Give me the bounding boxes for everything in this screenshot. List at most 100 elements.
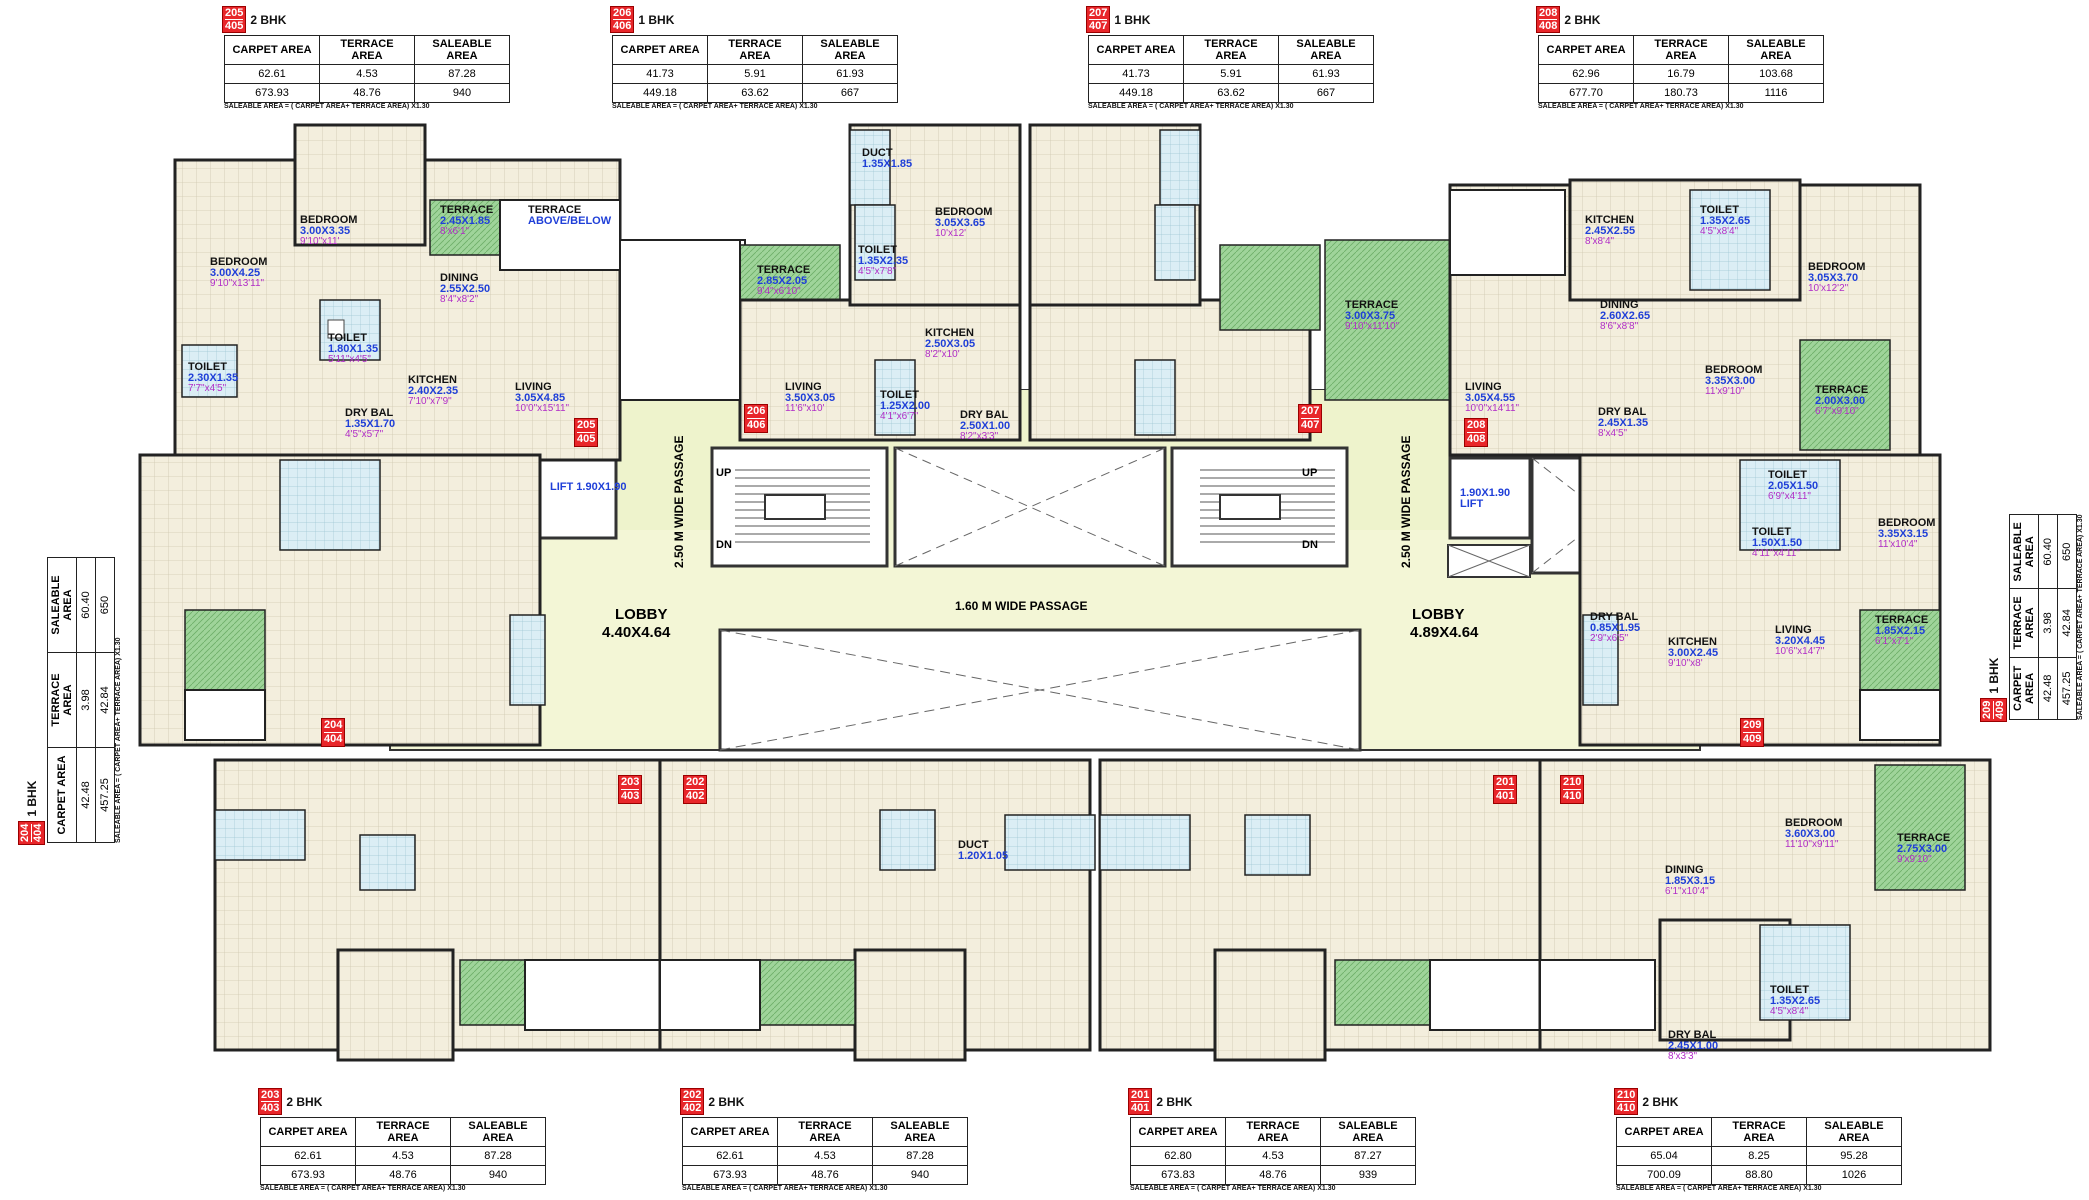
table-cell: TERRACE AREA <box>1225 1117 1321 1147</box>
table-cell: 5.91 <box>1183 64 1279 84</box>
table-cell: 16.79 <box>1633 64 1729 84</box>
table-cell: 5.91 <box>707 64 803 84</box>
room-name: BEDROOM <box>935 206 993 218</box>
room-dimension-feet: 4'5"x8'4" <box>1770 1006 1809 1017</box>
lobby-left-dim: 4.40X4.64 <box>602 624 671 641</box>
table-cell: 667 <box>1278 83 1374 103</box>
room-dimension-feet: 11'x9'10" <box>1705 386 1745 397</box>
room-dimension-feet: 6'7"x9'10" <box>1815 406 1859 417</box>
table-cell: 62.61 <box>260 1146 356 1166</box>
table-cell: 95.28 <box>1806 1146 1902 1166</box>
unit-type: 2 BHK <box>250 12 287 27</box>
room-dimension-feet: 9'10"x13'11" <box>210 278 265 289</box>
table-cell: 87.28 <box>414 64 510 84</box>
saleable-formula-note: SALEABLE AREA = ( CARPET AREA+ TERRACE A… <box>1088 103 1294 110</box>
room-name: TERRACE <box>440 204 494 216</box>
room-dimension-feet: 4'5"x8'4" <box>1700 226 1739 237</box>
room-dimension-feet: 8'x8'4" <box>1585 236 1615 247</box>
saleable-formula-note: SALEABLE AREA = ( CARPET AREA+ TERRACE A… <box>2077 514 2084 721</box>
room-dimension-feet: 9'10"x8' <box>1668 658 1703 669</box>
room-name: TERRACE <box>1345 299 1399 311</box>
unit-type: 2 BHK <box>286 1094 323 1109</box>
table-cell: SALEABLE AREA <box>2009 515 2039 589</box>
room-dimension-feet: 9'x9'10" <box>1897 854 1932 865</box>
room-dimension-metric: 3.00X3.35 <box>300 225 351 237</box>
lobby-right-label: LOBBY <box>1412 606 1465 623</box>
room-dimension-metric: 3.05X4.85 <box>515 392 566 404</box>
unit-210 <box>1538 758 1992 1052</box>
room-name: KITCHEN <box>408 374 457 386</box>
room-dimension-metric: 3.05X4.55 <box>1465 392 1516 404</box>
table-cell: 1026 <box>1806 1165 1902 1185</box>
table-cell: 939 <box>1320 1165 1416 1185</box>
table-cell: 103.68 <box>1728 64 1824 84</box>
room-dimension-metric: 2.50X3.05 <box>925 338 976 350</box>
room-name: KITCHEN <box>1585 214 1634 226</box>
unit-type: 1 BHK <box>638 12 675 27</box>
room-dimension-metric: 0.85X1.95 <box>1590 622 1641 634</box>
room-dimension-metric: ABOVE/BELOW <box>528 215 612 227</box>
room-name: DINING <box>440 272 479 284</box>
room-dimension-feet: 4'5"x5'7" <box>345 429 384 440</box>
room-dimension-metric: 2.50X1.00 <box>960 420 1011 432</box>
room-dimension-feet: 10'x12'2" <box>1808 283 1849 294</box>
saleable-formula-note: SALEABLE AREA = ( CARPET AREA+ TERRACE A… <box>1130 1185 1336 1192</box>
table-cell: 673.83 <box>1130 1165 1226 1185</box>
table-cell: TERRACE AREA <box>319 35 415 65</box>
table-cell: SALEABLE AREA <box>414 35 510 65</box>
table-cell: 42.48 <box>76 747 96 843</box>
table-cell: CARPET AREA <box>224 35 320 65</box>
table-cell: 650 <box>95 557 115 653</box>
room-dimension-feet: 8'2"x10' <box>925 349 960 360</box>
room-dimension-metric: 2.05X1.50 <box>1768 480 1819 492</box>
room-dimension-metric: 2.00X3.00 <box>1815 395 1866 407</box>
room-dimension-feet: 10'0"x15'11" <box>515 403 570 414</box>
table-cell: 48.76 <box>777 1165 873 1185</box>
unit-type: 1 BHK <box>24 780 39 817</box>
table-cell: 457.25 <box>2057 657 2077 720</box>
table-cell: SALEABLE AREA <box>1278 35 1374 65</box>
room-dimension-feet: 10'x12' <box>935 228 967 239</box>
saleable-formula-note: SALEABLE AREA = ( CARPET AREA+ TERRACE A… <box>1538 103 1744 110</box>
stair-dn-left: DN <box>716 539 732 551</box>
room-name: TERRACE <box>1875 614 1929 626</box>
table-cell: 60.40 <box>76 557 96 653</box>
table-cell: SALEABLE AREA <box>1320 1117 1416 1147</box>
room-dimension-feet: 5'11"x4'5" <box>328 354 371 365</box>
table-cell: 61.93 <box>802 64 898 84</box>
table-cell: SALEABLE AREA <box>450 1117 546 1147</box>
room-dimension-feet: 4'1"x6'7" <box>880 411 919 422</box>
table-cell: 673.93 <box>224 83 320 103</box>
unit-type: 2 BHK <box>1564 12 1601 27</box>
room-name: TERRACE <box>757 264 811 276</box>
table-cell: 940 <box>450 1165 546 1185</box>
stair-up-right: UP <box>1302 467 1318 479</box>
unit-201 <box>1098 758 1542 1062</box>
